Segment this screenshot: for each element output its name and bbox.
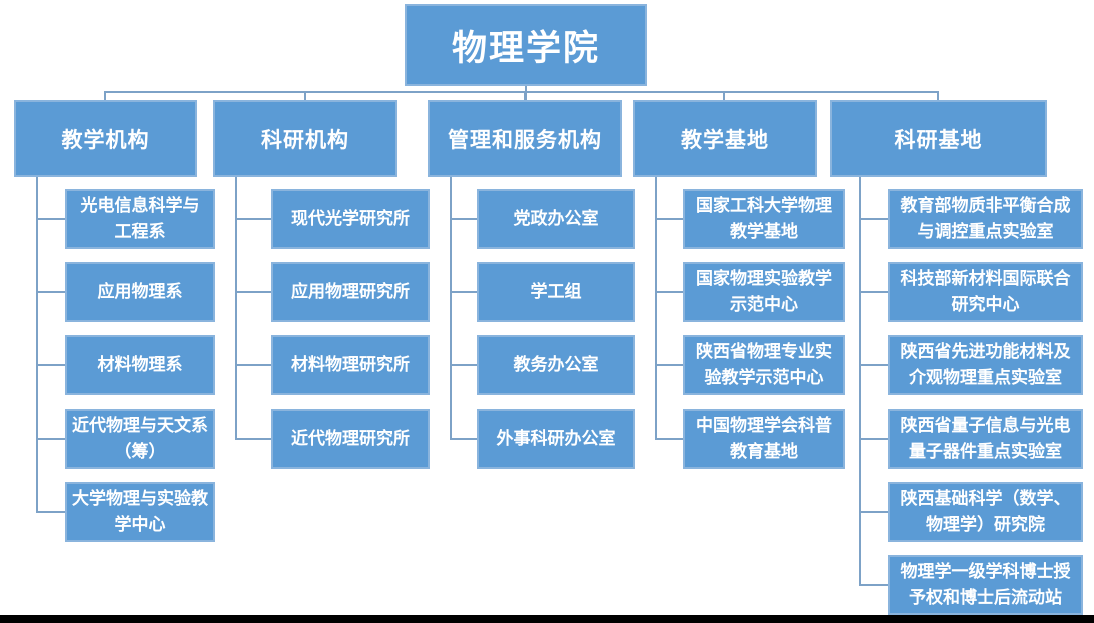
connector-branch-stub-2: [524, 91, 526, 100]
org-node: 应用物理系: [65, 262, 215, 322]
org-node: 教务办公室: [477, 335, 635, 395]
org-node: 应用物理研究所: [271, 262, 430, 322]
connector-branch-stub-4: [937, 91, 939, 100]
connector-elbow-1-1: [235, 291, 271, 293]
org-node: 物理学一级学科博士授 予权和博士后流动站: [888, 555, 1083, 615]
branch-header-0: 教学机构: [14, 100, 197, 177]
org-node: 党政办公室: [477, 189, 635, 249]
org-node: 陕西省量子信息与光电 量子器件重点实验室: [888, 409, 1083, 469]
org-node: 现代光学研究所: [271, 189, 430, 249]
org-node: 近代物理研究所: [271, 409, 430, 469]
org-node: 中国物理学会科普 教育基地: [683, 409, 845, 469]
branch-header-3: 教学基地: [633, 100, 817, 177]
connector-elbow-4-3: [859, 438, 888, 440]
connector-branch-stub-0: [104, 91, 106, 100]
connector-elbow-0-1: [36, 291, 65, 293]
org-node: 光电信息科学与 工程系: [65, 189, 215, 249]
connector-elbow-1-2: [235, 364, 271, 366]
connector-elbow-0-2: [36, 364, 65, 366]
connector-elbow-0-4: [36, 511, 65, 513]
connector-elbow-3-1: [655, 291, 683, 293]
org-node: 教育部物质非平衡合成 与调控重点实验室: [888, 189, 1083, 249]
connector-elbow-3-2: [655, 364, 683, 366]
org-node: 陕西省物理专业实 验教学示范中心: [683, 335, 845, 395]
org-node: 材料物理系: [65, 335, 215, 395]
connector-trunk-1: [235, 177, 237, 440]
connector-trunk-3: [655, 177, 657, 440]
connector-elbow-1-0: [235, 218, 271, 220]
org-node: 材料物理研究所: [271, 335, 430, 395]
connector-elbow-2-0: [450, 218, 477, 220]
org-node: 国家工科大学物理 教学基地: [683, 189, 845, 249]
connector-elbow-0-0: [36, 218, 65, 220]
connector-branch-stub-3: [723, 91, 725, 100]
bottom-border-bar: [0, 615, 1094, 623]
org-node: 外事科研办公室: [477, 409, 635, 469]
org-node: 大学物理与实验教 学中心: [65, 482, 215, 542]
connector-elbow-4-5: [859, 584, 888, 586]
connector-trunk-4: [859, 177, 861, 586]
connector-elbow-2-1: [450, 291, 477, 293]
org-node: 学工组: [477, 262, 635, 322]
connector-trunk-2: [450, 177, 452, 440]
connector-elbow-1-3: [235, 438, 271, 440]
org-node: 近代物理与天文系 （筹）: [65, 409, 215, 469]
org-node: 陕西省先进功能材料及 介观物理重点实验室: [888, 335, 1083, 395]
connector-root-stub: [525, 86, 527, 100]
connector-elbow-4-2: [859, 364, 888, 366]
connector-elbow-4-0: [859, 218, 888, 220]
org-node: 陕西基础科学（数学、 物理学）研究院: [888, 482, 1083, 542]
connector-branch-stub-1: [304, 91, 306, 100]
connector-elbow-3-0: [655, 218, 683, 220]
branch-header-2: 管理和服务机构: [428, 100, 622, 177]
branch-header-4: 科研基地: [830, 100, 1047, 177]
org-node: 科技部新材料国际联合 研究中心: [888, 262, 1083, 322]
org-node: 国家物理实验教学 示范中心: [683, 262, 845, 322]
org-root-box: 物理学院: [405, 4, 647, 86]
connector-elbow-2-3: [450, 438, 477, 440]
connector-elbow-4-4: [859, 511, 888, 513]
connector-elbow-0-3: [36, 438, 65, 440]
connector-top-line: [105, 91, 938, 93]
branch-header-1: 科研机构: [213, 100, 397, 177]
connector-elbow-4-1: [859, 291, 888, 293]
connector-trunk-0: [36, 177, 38, 513]
connector-elbow-3-3: [655, 438, 683, 440]
connector-elbow-2-2: [450, 364, 477, 366]
